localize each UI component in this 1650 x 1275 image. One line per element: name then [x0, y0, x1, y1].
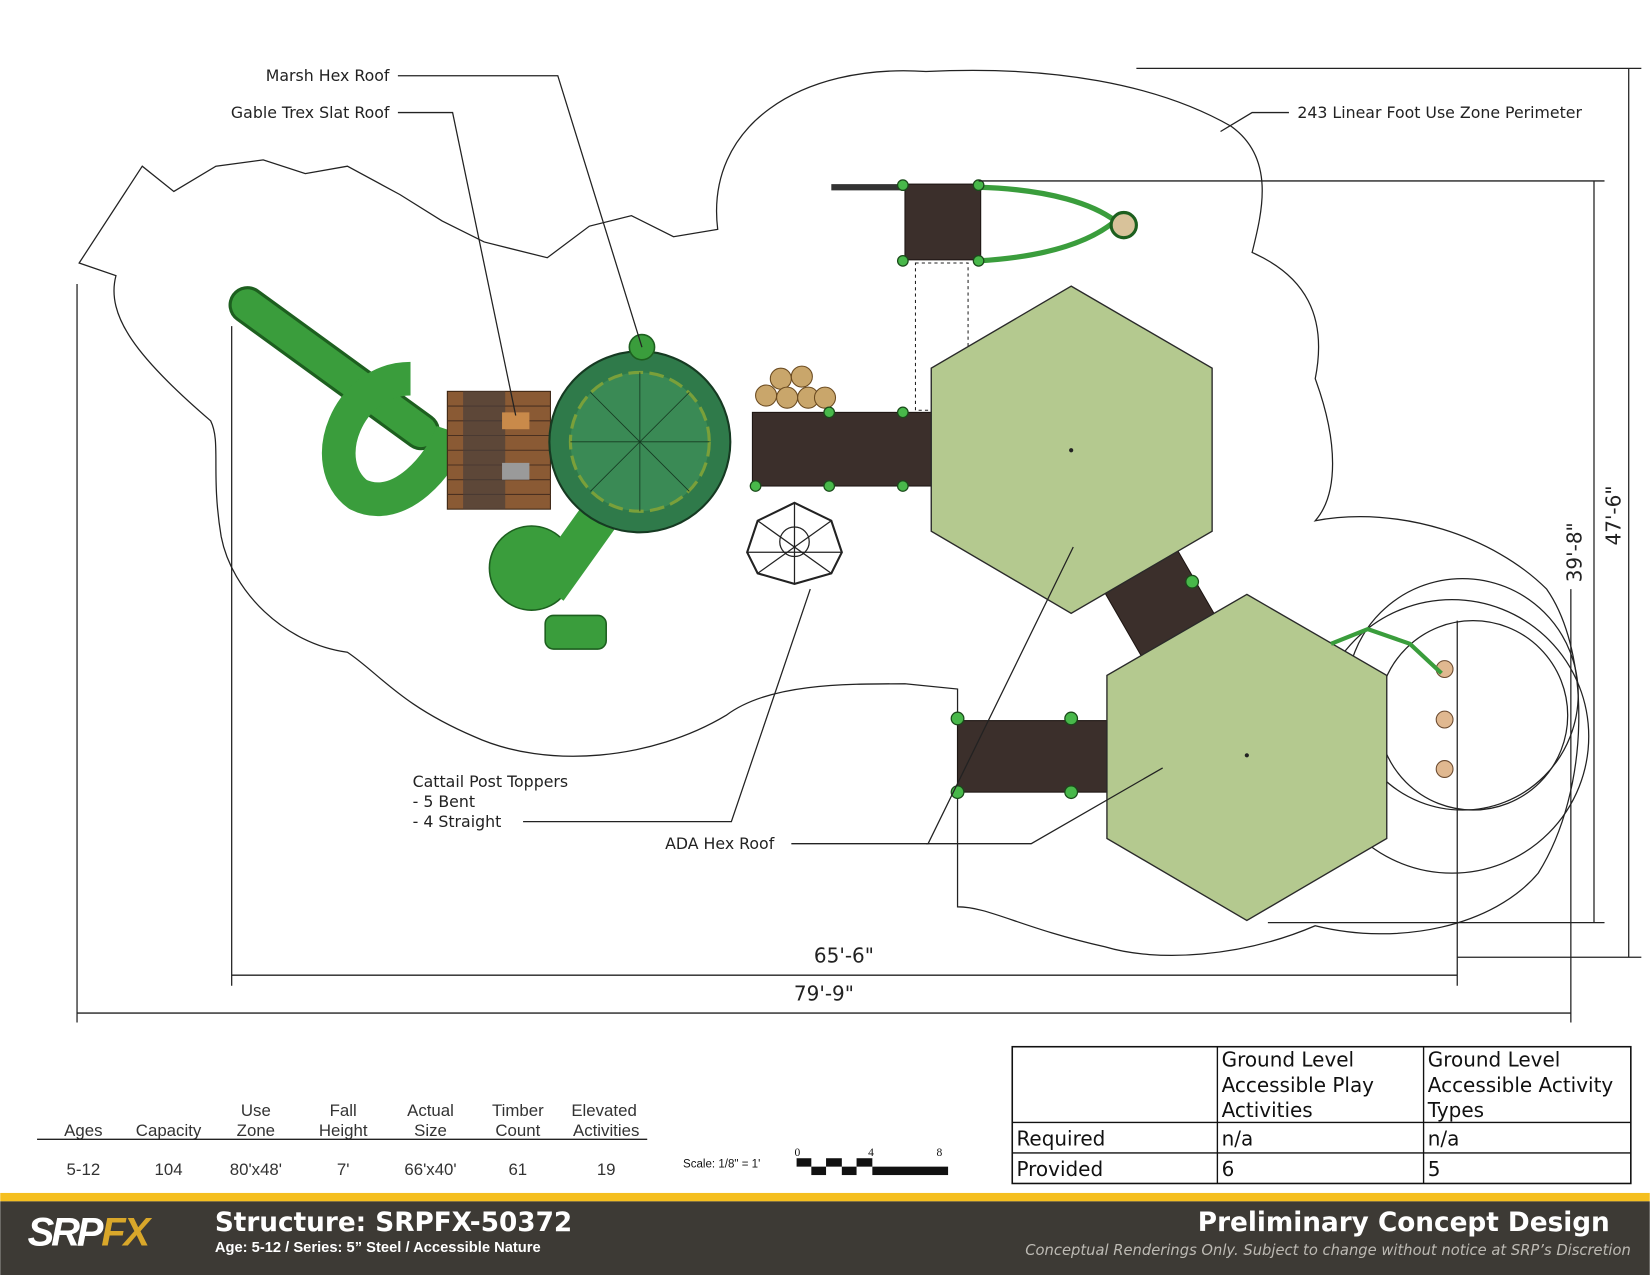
acc-row-provided-play: 6 — [1222, 1157, 1235, 1181]
stats-header-count: Count — [495, 1121, 540, 1140]
stats-header-use: Use — [241, 1101, 271, 1120]
dimension-lines — [76, 67, 1642, 1023]
acc-header-types-2: Accessible Activity — [1428, 1073, 1614, 1097]
stats-value-capacity: 104 — [155, 1160, 183, 1179]
stats-header-capacity: Capacity — [136, 1121, 202, 1140]
acc-row-provided-label: Provided — [1016, 1157, 1103, 1181]
gable-trex-slat-roof — [446, 390, 551, 510]
swing-seats — [1435, 660, 1454, 778]
stats-header-fall: Fall — [330, 1101, 357, 1120]
scale-label: Scale: 1/8" = 1' — [683, 1159, 760, 1171]
stats-header-height: Height — [319, 1121, 368, 1140]
stats-value-timber-count: 61 — [508, 1160, 527, 1179]
log-climber — [755, 365, 837, 409]
stats-value-ages: 5-12 — [67, 1160, 101, 1179]
stats-header-size: Size — [414, 1121, 447, 1140]
disclaimer: Conceptual Renderings Only. Subject to c… — [1025, 1242, 1631, 1259]
callout-cattail-title: Cattail Post Toppers — [413, 772, 568, 791]
tube-slide-lower — [488, 503, 617, 650]
callout-leaders — [397, 75, 1289, 845]
callout-use-zone: 243 Linear Foot Use Zone Perimeter — [1297, 103, 1582, 122]
web-net-climber — [746, 501, 843, 585]
svg-text:FX: FX — [101, 1211, 152, 1255]
acc-header-play-2: Accessible Play — [1222, 1073, 1375, 1097]
callout-gable-roof: Gable Trex Slat Roof — [231, 103, 390, 122]
acc-row-required-types: n/a — [1428, 1127, 1460, 1151]
callout-cattail-bent: - 5 Bent — [413, 792, 475, 811]
stats-header-timber: Timber — [492, 1101, 544, 1120]
acc-header-play-3: Activities — [1222, 1098, 1313, 1122]
stats-value-fall-height: 7' — [337, 1160, 350, 1179]
stats-header-ages: Ages — [64, 1121, 102, 1140]
use-zone-perimeter — [78, 69, 1580, 956]
marsh-hex-roof — [548, 333, 732, 534]
dimension-structure-width: 65'-6" — [814, 944, 874, 968]
svg-text:8: 8 — [937, 1146, 943, 1159]
acc-row-provided-types: 5 — [1428, 1157, 1441, 1181]
spiral-tube-slide — [228, 286, 469, 517]
posts — [749, 179, 1200, 800]
stats-header-activities: Activities — [573, 1121, 639, 1140]
structure-id: Structure: SRPFX-50372 — [215, 1208, 572, 1238]
acc-header-types-1: Ground Level — [1428, 1048, 1561, 1072]
stats-header-actual: Actual — [407, 1101, 454, 1120]
dimension-overall-height: 47'-6" — [1601, 485, 1625, 545]
acc-row-required-play: n/a — [1222, 1127, 1254, 1151]
overhead-climber — [831, 184, 1138, 264]
callout-marsh-hex-roof: Marsh Hex Roof — [266, 66, 390, 85]
acc-row-required-label: Required — [1016, 1127, 1105, 1151]
svg-text:SRP: SRP — [28, 1211, 104, 1255]
srpfx-logo: SRP FX — [28, 1211, 155, 1255]
acc-header-play-1: Ground Level — [1222, 1048, 1355, 1072]
stats-header-elevated: Elevated — [571, 1101, 637, 1120]
dimension-overall-width: 79'-9" — [794, 981, 854, 1005]
stats-header-zone: Zone — [237, 1121, 275, 1140]
scale-bar: Scale: 1/8" = 1' 0 4 8 — [683, 1146, 949, 1176]
acc-header-types-3: Types — [1427, 1098, 1484, 1122]
design-title: Preliminary Concept Design — [1198, 1208, 1610, 1238]
structure-subtitle: Age: 5-12 / Series: 5” Steel / Accessibl… — [215, 1240, 541, 1256]
callout-cattail-straight: - 4 Straight — [413, 812, 502, 831]
stats-table: Ages Capacity Use Zone Fall Height Actua… — [37, 1101, 648, 1179]
svg-text:4: 4 — [868, 1146, 874, 1159]
svg-text:0: 0 — [794, 1146, 800, 1159]
dimension-structure-height: 39'-8" — [1562, 522, 1586, 582]
accessibility-table: Ground Level Accessible Play Activities … — [1011, 1045, 1632, 1185]
stats-value-actual-size: 66'x40' — [404, 1160, 456, 1179]
stats-value-use-zone: 80'x48' — [230, 1160, 282, 1179]
callout-ada-hex-roof: ADA Hex Roof — [665, 834, 775, 853]
stats-value-elevated-activities: 19 — [597, 1160, 616, 1179]
footer-bar: SRP FX Structure: SRPFX-50372 Age: 5-12 … — [0, 1192, 1650, 1275]
